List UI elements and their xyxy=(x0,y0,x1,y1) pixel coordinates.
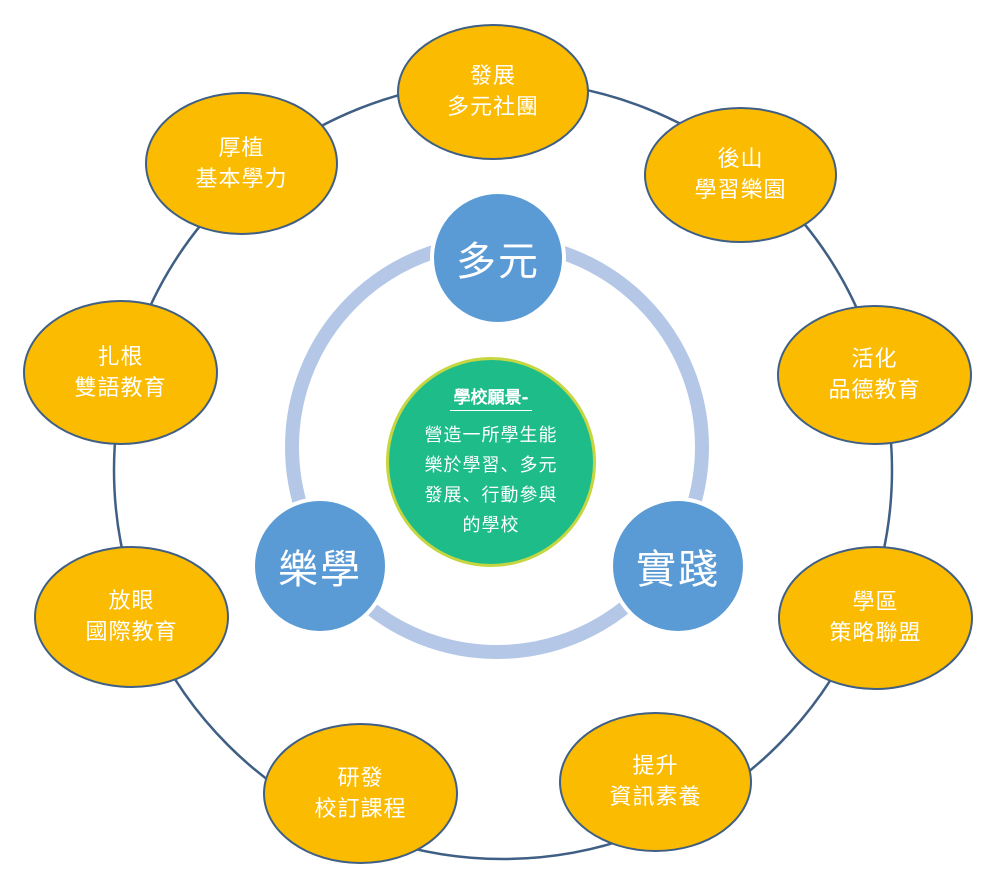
school-vision-center: 學校願景- 營造一所學生能 樂於學習、多元 發展、行動參與 的學校 xyxy=(386,357,596,567)
node-line: 提升 xyxy=(632,754,679,779)
node-line: 發展 xyxy=(469,64,516,89)
vision-title: 學校願景- xyxy=(450,383,532,411)
pillar-joyful-learning: 樂學 xyxy=(251,497,389,635)
outer-node-basic-competence: 厚植 基本學力 xyxy=(145,92,338,235)
vision-line: 的學校 xyxy=(462,515,520,536)
node-line: 國際教育 xyxy=(85,620,178,645)
node-line: 品德教育 xyxy=(828,378,921,403)
outer-node-school-curriculum: 研發 校訂課程 xyxy=(263,723,458,864)
outer-node-district-alliance: 學區 策略聯盟 xyxy=(778,546,973,690)
node-line: 雙語教育 xyxy=(74,375,167,401)
pillar-diversity: 多元 xyxy=(430,190,566,326)
pillar-practice: 實踐 xyxy=(609,497,747,635)
node-line: 學區 xyxy=(852,590,899,615)
node-line: 後山 xyxy=(717,147,764,172)
node-line: 校訂課程 xyxy=(314,796,407,822)
vision-line: 樂於學習、多元 xyxy=(424,455,558,476)
node-line: 多元社團 xyxy=(446,95,539,120)
outer-node-character-education: 活化 品德教育 xyxy=(777,305,972,445)
outer-node-bilingual-education: 扎根 雙語教育 xyxy=(23,300,218,445)
outer-node-international-education: 放眼 國際教育 xyxy=(34,546,229,688)
vision-line: 營造一所學生能 xyxy=(424,425,558,446)
node-line: 資訊素養 xyxy=(609,785,702,810)
node-line: 扎根 xyxy=(97,344,144,370)
node-line: 策略聯盟 xyxy=(829,621,922,646)
outer-node-develop-clubs: 發展 多元社團 xyxy=(397,24,589,160)
node-line: 活化 xyxy=(851,347,898,372)
outer-node-backhill-garden: 後山 學習樂園 xyxy=(644,107,837,243)
vision-line: 發展、行動參與 xyxy=(424,485,558,506)
node-line: 基本學力 xyxy=(195,166,288,192)
node-line: 研發 xyxy=(337,765,384,791)
node-line: 厚植 xyxy=(218,135,265,161)
node-line: 學習樂園 xyxy=(694,178,787,203)
outer-node-information-literacy: 提升 資訊素養 xyxy=(559,712,752,852)
node-line: 放眼 xyxy=(108,589,155,614)
